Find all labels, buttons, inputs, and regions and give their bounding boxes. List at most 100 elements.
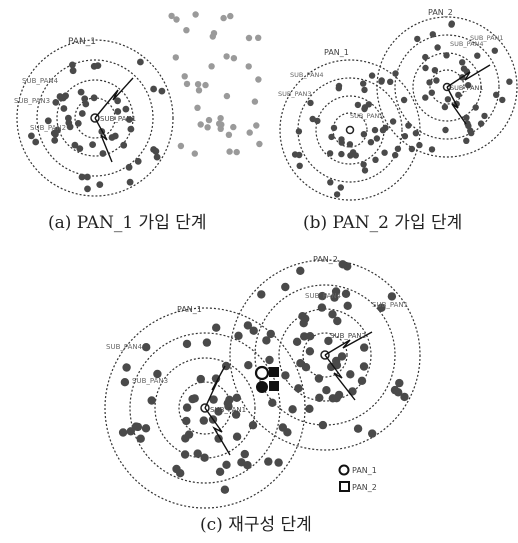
node xyxy=(191,150,198,157)
node xyxy=(81,95,89,103)
node xyxy=(220,14,227,22)
node xyxy=(172,464,181,474)
node xyxy=(422,53,429,61)
node xyxy=(200,453,209,462)
node xyxy=(232,393,241,402)
node xyxy=(368,429,377,438)
node xyxy=(183,80,191,88)
node xyxy=(233,148,240,156)
node xyxy=(78,173,86,181)
link-lines-a xyxy=(94,77,134,163)
node xyxy=(433,77,440,84)
node xyxy=(327,179,334,186)
node xyxy=(472,104,479,111)
node xyxy=(337,352,347,361)
node xyxy=(108,134,116,141)
node xyxy=(428,146,436,153)
node xyxy=(245,63,252,70)
sub3-label-b: SUB_PAN3 xyxy=(278,90,312,98)
node xyxy=(481,112,488,120)
node xyxy=(28,132,35,140)
node xyxy=(248,421,258,430)
node xyxy=(315,393,324,402)
node xyxy=(368,72,376,79)
node xyxy=(443,52,450,59)
node xyxy=(305,404,314,413)
node xyxy=(237,458,246,467)
node xyxy=(288,405,297,414)
node xyxy=(84,173,91,181)
node xyxy=(296,359,305,368)
node xyxy=(491,47,498,54)
node xyxy=(54,126,61,134)
node xyxy=(255,76,262,83)
node xyxy=(300,332,309,341)
node xyxy=(296,162,303,169)
node xyxy=(212,323,221,332)
node xyxy=(412,130,420,137)
node xyxy=(373,135,381,142)
node xyxy=(296,266,305,275)
node xyxy=(361,104,369,111)
node xyxy=(202,338,212,347)
node xyxy=(314,374,324,383)
node xyxy=(266,329,275,339)
node xyxy=(220,485,230,494)
legend-circle-icon xyxy=(338,464,350,476)
sub1-label-b: SUB_PAN1 xyxy=(450,84,484,92)
node xyxy=(332,356,341,366)
link-lines-c xyxy=(204,331,373,456)
node xyxy=(401,133,409,140)
caption-b: (b) PAN_2 가입 단계 xyxy=(303,213,463,233)
node xyxy=(255,34,262,41)
node xyxy=(499,96,506,104)
node xyxy=(125,163,133,171)
sub2-label-a: SUB_PAN2 xyxy=(30,124,66,132)
node xyxy=(71,141,79,149)
node xyxy=(353,424,363,433)
node xyxy=(181,73,188,80)
node xyxy=(429,31,436,38)
node xyxy=(331,287,341,296)
node xyxy=(441,103,449,111)
node xyxy=(408,145,416,153)
node xyxy=(338,260,347,269)
node xyxy=(199,416,208,425)
node xyxy=(426,79,433,86)
node xyxy=(305,332,315,341)
node xyxy=(360,131,368,138)
node xyxy=(477,120,485,127)
node xyxy=(389,118,397,125)
node xyxy=(442,126,449,134)
node xyxy=(60,105,68,112)
node xyxy=(194,81,202,88)
node xyxy=(141,424,151,433)
node xyxy=(318,420,328,430)
node xyxy=(292,337,302,346)
node xyxy=(465,82,472,89)
node xyxy=(56,93,64,100)
node xyxy=(361,167,369,174)
node xyxy=(182,403,192,412)
node xyxy=(125,116,133,123)
node xyxy=(90,94,98,102)
node xyxy=(392,151,399,159)
node xyxy=(474,52,481,59)
node xyxy=(333,191,341,198)
node xyxy=(463,137,470,144)
panel-a: PAN_1 SUB_PAN4 SUB_PAN3 SUB_PAN2 SUB_PAN… xyxy=(14,11,263,197)
node xyxy=(262,336,271,345)
pan2-members-c xyxy=(269,367,279,391)
node xyxy=(400,96,408,104)
node xyxy=(343,301,352,310)
node xyxy=(89,141,96,149)
node xyxy=(295,128,303,135)
node xyxy=(379,127,387,134)
node xyxy=(202,81,209,89)
node xyxy=(204,124,211,131)
node xyxy=(317,303,327,312)
node xyxy=(193,449,202,458)
node xyxy=(152,147,160,155)
pan2-rings-b xyxy=(376,16,518,158)
node xyxy=(468,129,475,137)
